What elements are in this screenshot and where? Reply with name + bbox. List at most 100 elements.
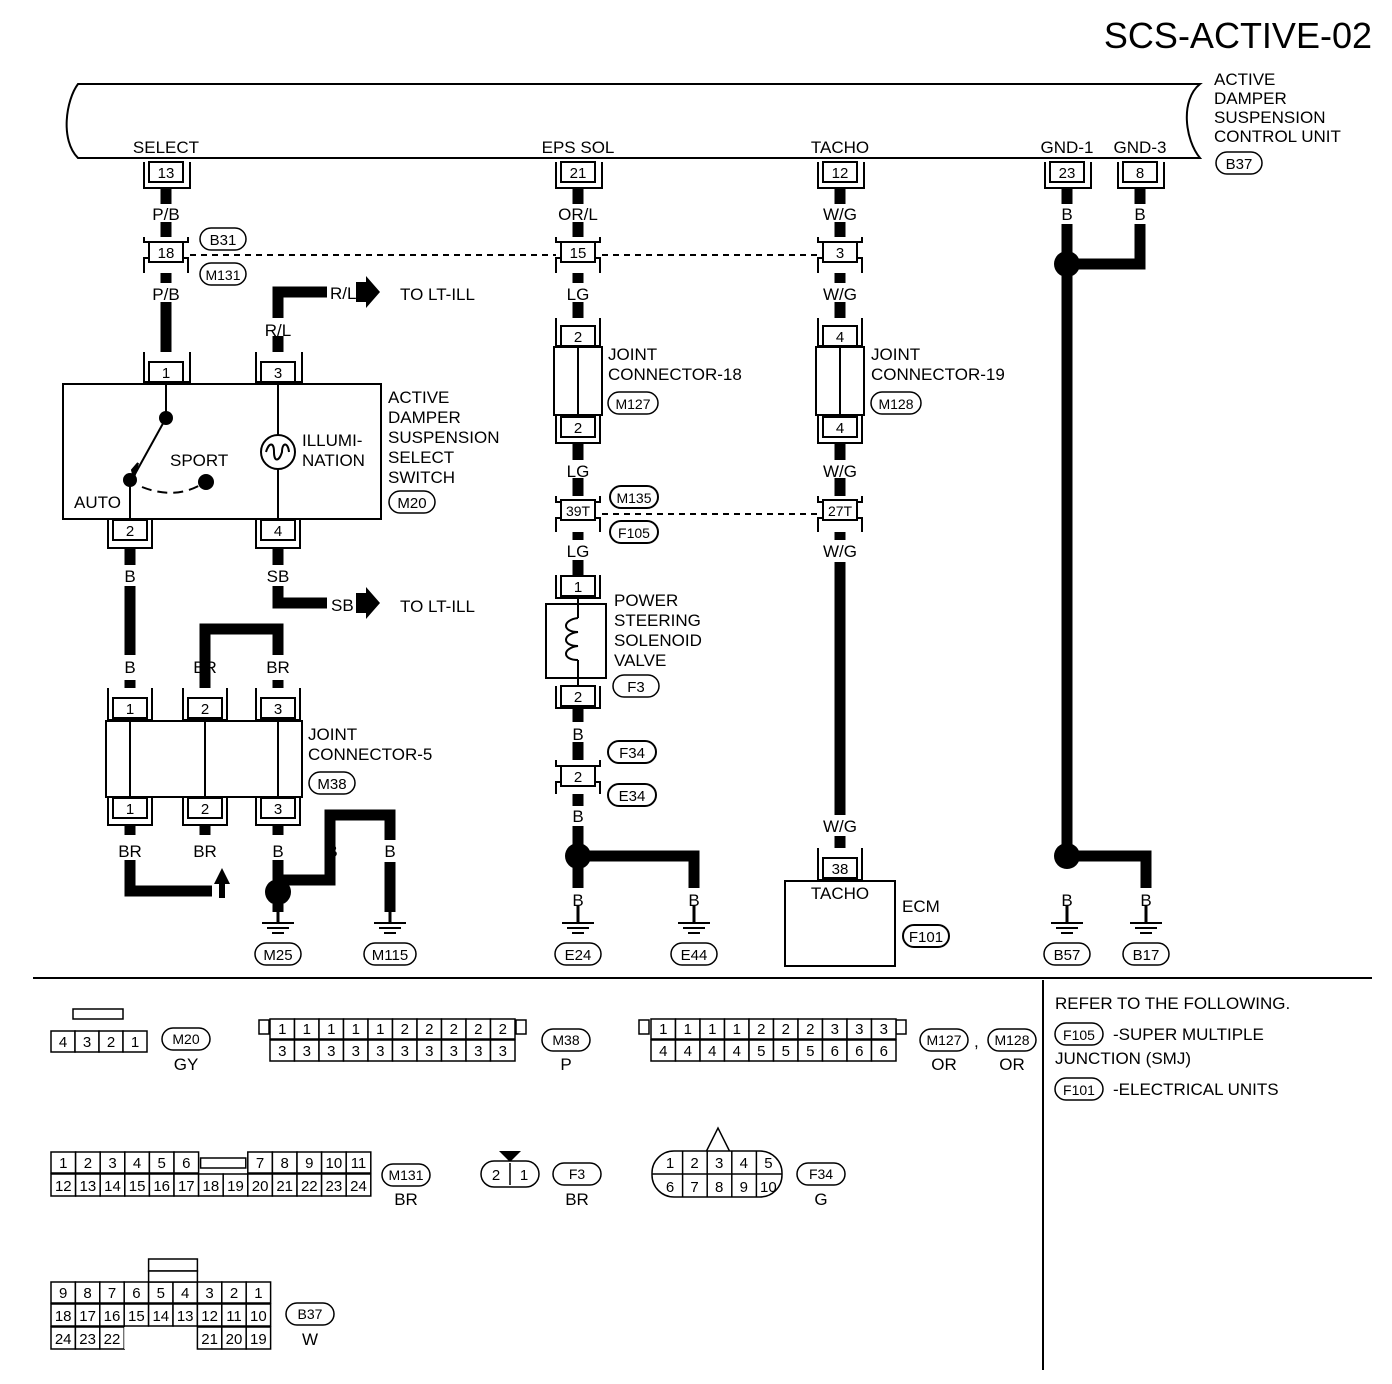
- m38-bottom-pin: 3: [474, 1043, 482, 1060]
- wire-jc5-out-br1: BR: [118, 842, 142, 861]
- switch-illum-label-2: NATION: [302, 451, 365, 470]
- m20-pin-4: 4: [59, 1034, 67, 1051]
- b37-row2-pin: 16: [104, 1308, 121, 1325]
- b37-row1-pin: 5: [157, 1285, 165, 1302]
- wire-gnd3: B: [1134, 205, 1145, 224]
- m131-top-pin: 7: [256, 1155, 264, 1172]
- m131-top-pin: 5: [158, 1155, 166, 1172]
- m131-bottom-pin: 23: [326, 1178, 343, 1195]
- wire-b17-b: B: [1140, 891, 1151, 910]
- switch-name: ACTIVE DAMPER SUSPENSION SELECT SWITCH: [388, 388, 499, 487]
- m131-bottom-pin: 18: [203, 1178, 220, 1195]
- svg-text:SWITCH: SWITCH: [388, 468, 455, 487]
- m127-bottom-pin: 4: [659, 1043, 667, 1060]
- wire-ecm-wg: W/G: [823, 817, 857, 836]
- m127-bottom-pin: 5: [782, 1043, 790, 1060]
- conn-view-m131-tag: M131: [388, 1167, 423, 1183]
- m127-bottom-pin: 4: [708, 1043, 716, 1060]
- tag-m135: M135: [616, 490, 651, 506]
- tag-f34: F34: [619, 745, 645, 762]
- pin-13: 13: [158, 165, 175, 182]
- ground-e24: E24: [565, 947, 592, 964]
- pin-21: 21: [570, 165, 587, 182]
- wire-gnd1: B: [1061, 205, 1072, 224]
- m20-pin-1: 1: [131, 1034, 139, 1051]
- m131-bottom-pin: 20: [252, 1178, 269, 1195]
- f34-top-pin: 4: [740, 1155, 748, 1172]
- m127-top-pin: 1: [733, 1021, 741, 1038]
- m20-pin-2: 2: [107, 1034, 115, 1051]
- b37-row3-pin: 22: [104, 1331, 121, 1348]
- b37-row1-pin: 8: [83, 1285, 91, 1302]
- wire-eps-lg2: LG: [567, 462, 590, 481]
- f34-bottom-pin: 8: [715, 1179, 723, 1196]
- svg-text:DAMPER: DAMPER: [388, 408, 461, 427]
- jc5-top-pin-2: 2: [201, 701, 209, 718]
- page-title: SCS-ACTIVE-02: [1104, 15, 1372, 56]
- svg-text:STEERING: STEERING: [614, 611, 701, 630]
- conn-view-m131-color: BR: [394, 1190, 418, 1209]
- m127-top-pin: 2: [757, 1021, 765, 1038]
- m131-top-pin: 9: [305, 1155, 313, 1172]
- conn-view-m20-color: GY: [174, 1055, 199, 1074]
- ground-e44: E44: [681, 947, 708, 964]
- m127-top-pin: 3: [831, 1021, 839, 1038]
- svg-text:JOINT: JOINT: [871, 345, 920, 364]
- m38-bottom-pin: 3: [425, 1043, 433, 1060]
- svg-text:SUSPENSION: SUSPENSION: [1214, 108, 1325, 127]
- m38-top-pin: 2: [499, 1021, 507, 1038]
- m38-bottom-pin: 3: [352, 1043, 360, 1060]
- conn-view-m127-tag: M127: [926, 1032, 961, 1048]
- conn-view-f3-color: BR: [565, 1190, 589, 1209]
- m38-bottom-pin: 3: [303, 1043, 311, 1060]
- wire-jc5-br1: BR: [193, 658, 217, 677]
- m131-bottom-pin: 13: [80, 1178, 97, 1195]
- wire-b57-b: B: [1061, 891, 1072, 910]
- b37-row2-pin: 15: [128, 1308, 145, 1325]
- svg-text:JOINT: JOINT: [308, 725, 357, 744]
- pin-12: 12: [832, 165, 849, 182]
- svg-text:SELECT: SELECT: [388, 448, 454, 467]
- m127-top-pin: 3: [855, 1021, 863, 1038]
- svg-text:VALVE: VALVE: [614, 651, 666, 670]
- f34-bottom-pin: 6: [666, 1179, 674, 1196]
- tag-e34: E34: [619, 788, 646, 805]
- m38-top-pin: 1: [278, 1021, 286, 1038]
- m20-pin-3: 3: [83, 1034, 91, 1051]
- refer-f105-text2: JUNCTION (SMJ): [1055, 1049, 1191, 1068]
- m127-bottom-pin: 4: [684, 1043, 692, 1060]
- refer-f101-text: -ELECTRICAL UNITS: [1113, 1080, 1279, 1099]
- tag-b31: B31: [210, 232, 237, 249]
- m127-bottom-pin: 6: [831, 1043, 839, 1060]
- wire-tacho-mid: W/G: [823, 285, 857, 304]
- f34-top-pin: 5: [764, 1155, 772, 1172]
- wire-rl-2: R/L: [265, 321, 291, 340]
- b37-row1-pin: 4: [181, 1285, 189, 1302]
- terminal-select: SELECT: [133, 138, 199, 157]
- ground-b17: B17: [1133, 947, 1160, 964]
- conn-view-m38-tag: M38: [552, 1032, 579, 1048]
- switch-pin-3: 3: [274, 365, 282, 382]
- jc5-top-pin-3: 3: [274, 701, 282, 718]
- m38-bottom-pin: 3: [327, 1043, 335, 1060]
- tag-m128: M128: [878, 396, 913, 412]
- m38-top-pin: 2: [450, 1021, 458, 1038]
- jc19-pin-top: 4: [836, 329, 844, 346]
- m127-top-pin: 2: [782, 1021, 790, 1038]
- conn-pin-27t: 27T: [828, 503, 853, 519]
- solenoid-name: POWER STEERING SOLENOID VALVE: [614, 591, 702, 670]
- m131-top-pin: 8: [281, 1155, 289, 1172]
- svg-text:JOINT: JOINT: [608, 345, 657, 364]
- m127-top-pin: 3: [880, 1021, 888, 1038]
- to-lt-ill-label-1: TO LT-ILL: [400, 285, 475, 304]
- m131-top-pin: 2: [84, 1155, 92, 1172]
- m131-top-pin: 6: [182, 1155, 190, 1172]
- jc18-pin-bottom: 2: [574, 420, 582, 437]
- m127-bottom-pin: 6: [855, 1043, 863, 1060]
- conn-view-f34-tag: F34: [809, 1166, 833, 1182]
- b37-row1-pin: 9: [59, 1285, 67, 1302]
- f34-top-pin: 1: [666, 1155, 674, 1172]
- conn-view-b37-tag: B37: [298, 1306, 323, 1322]
- m131-bottom-pin: 24: [350, 1178, 367, 1195]
